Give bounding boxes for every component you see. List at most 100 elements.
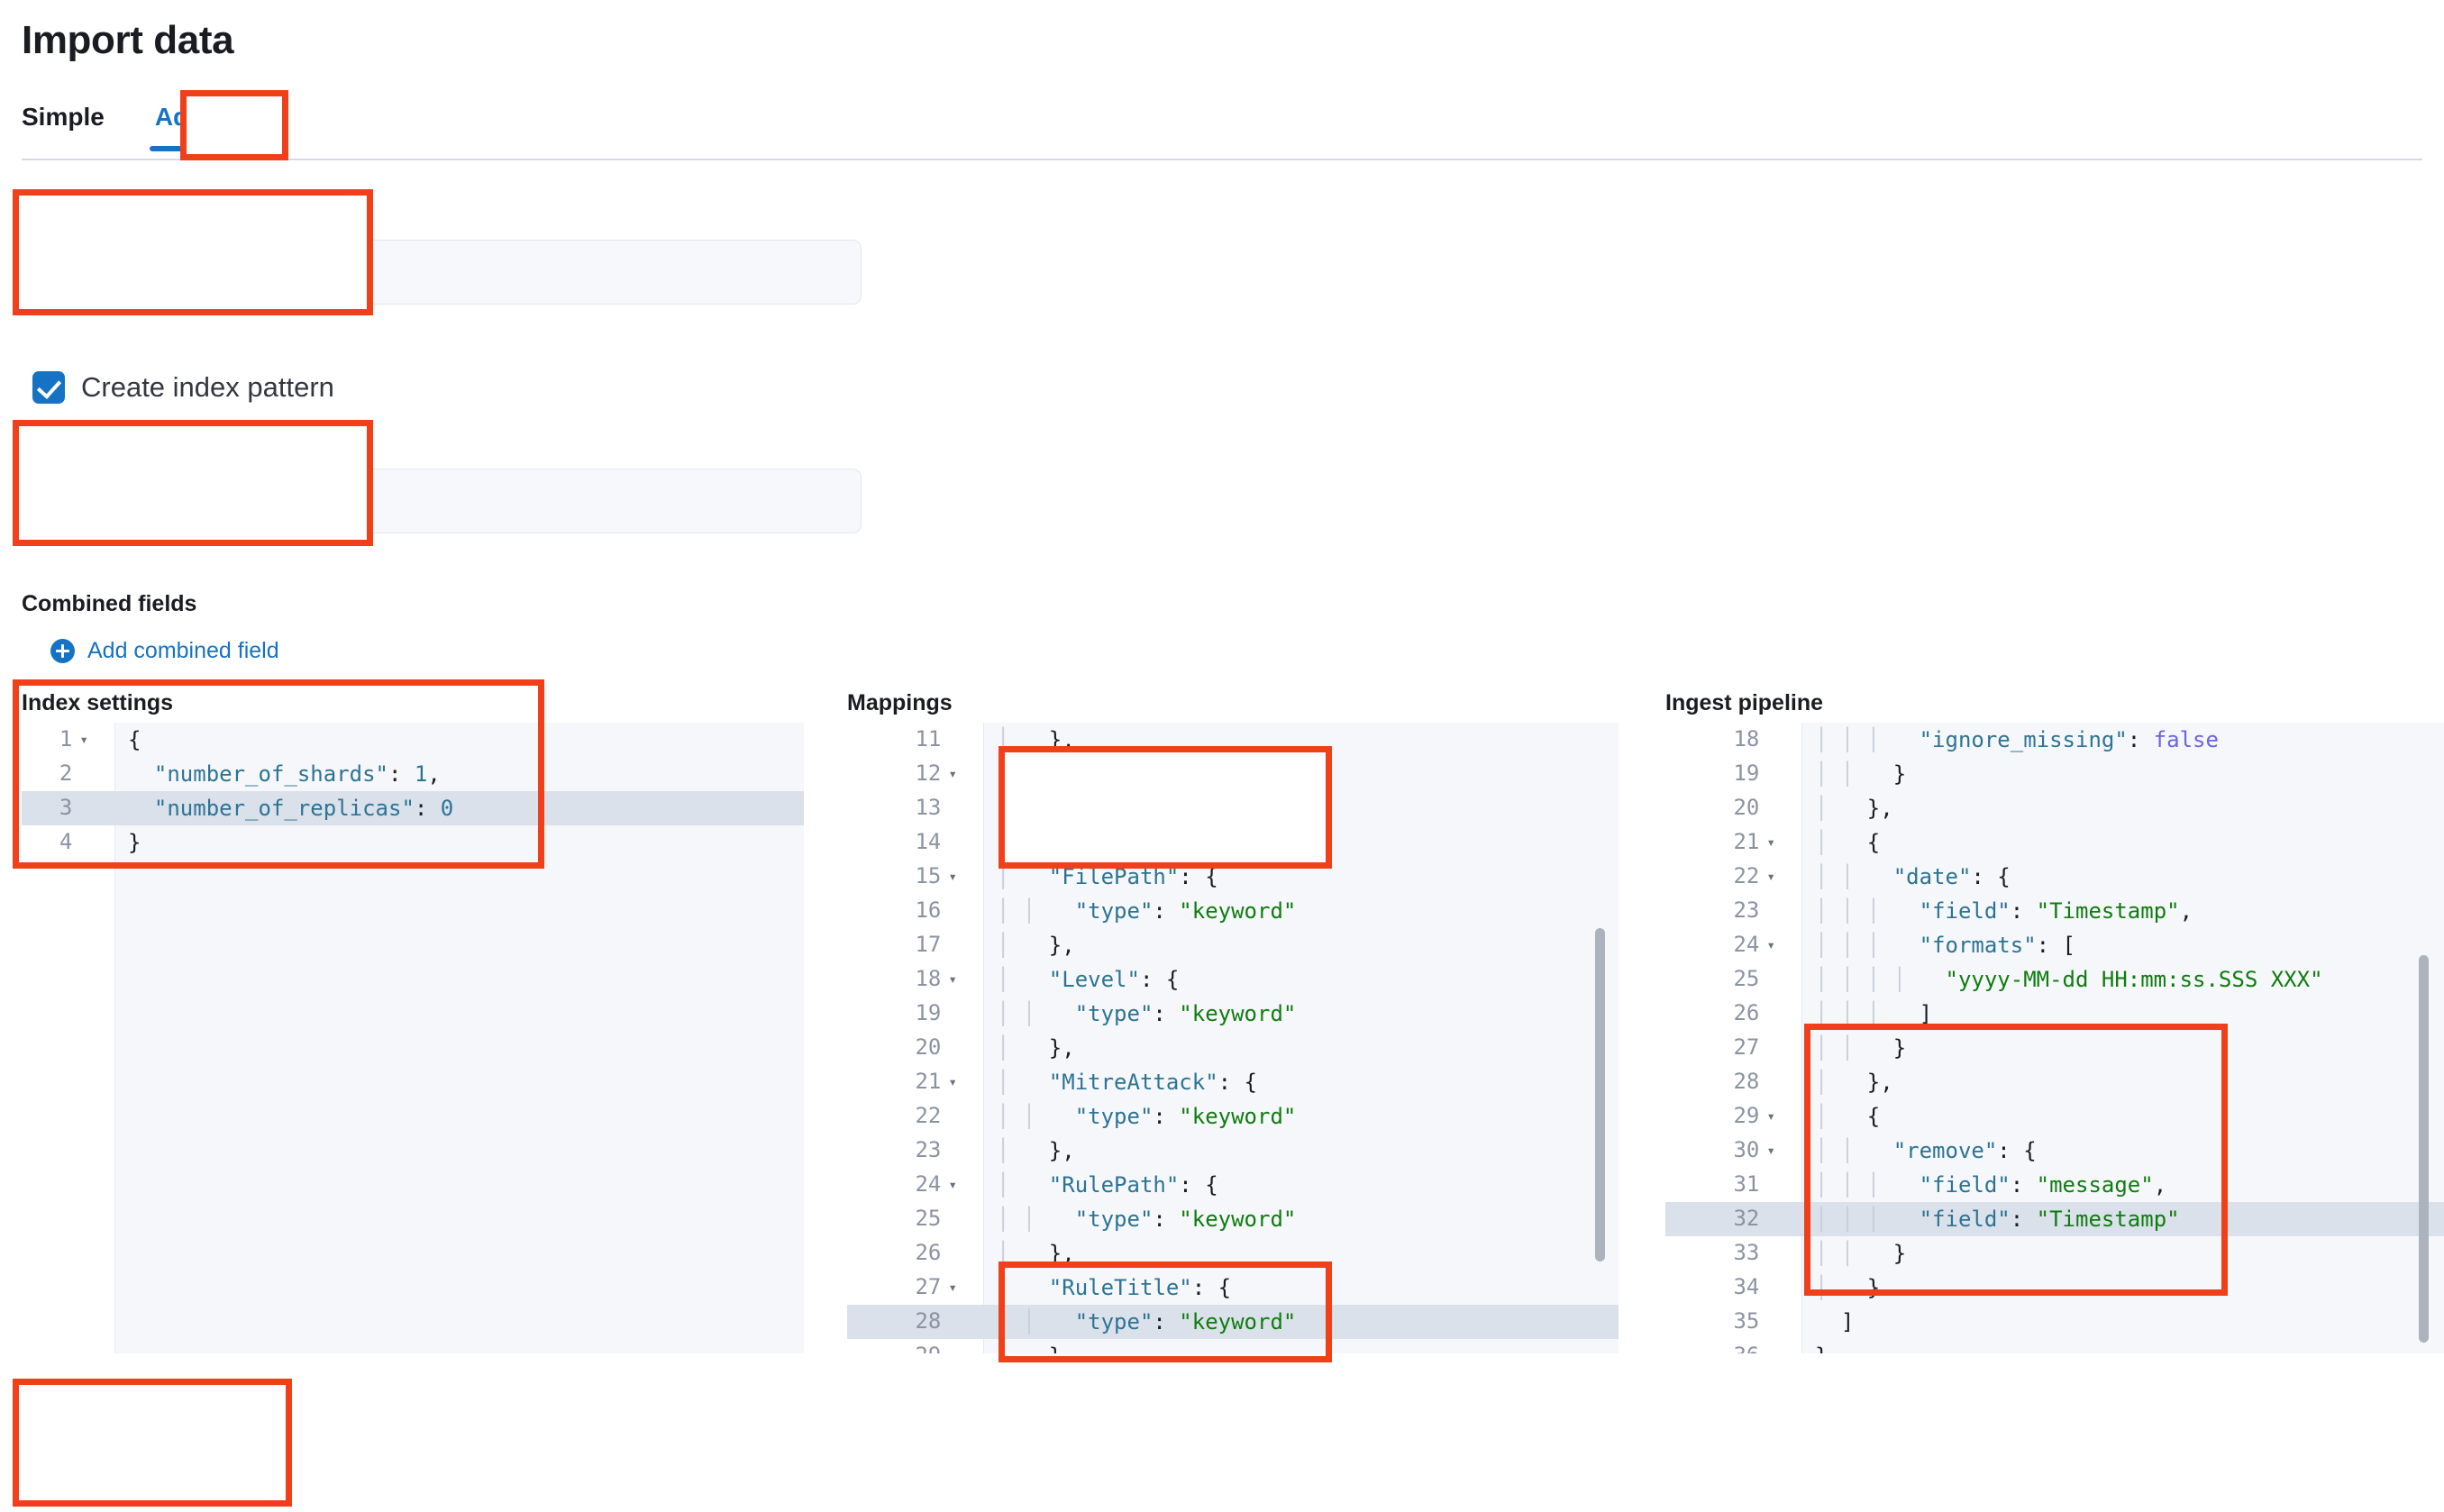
gutter-background (1665, 723, 1802, 1353)
fold-arrow-icon[interactable]: ▾ (948, 867, 957, 885)
tab-bar: Simple Advanced (22, 97, 2422, 162)
fold-arrow-icon[interactable]: ▾ (1766, 1107, 1775, 1125)
code-line[interactable]: 36▾} (1665, 1339, 2444, 1354)
code-line[interactable]: 28▾│ }, (1665, 1065, 2444, 1099)
code-line[interactable]: 13▾│ │ "type": "keyword" (847, 791, 1619, 825)
code-text: } (1802, 1339, 2444, 1353)
code-line[interactable]: 25▾│ │ "type": "keyword" (847, 1202, 1619, 1236)
fold-arrow-icon[interactable]: ▾ (948, 1175, 957, 1193)
code-line[interactable]: 11▾│ }, (847, 723, 1619, 757)
line-number: 18▾ (847, 961, 984, 998)
index-settings-title: Index settings (22, 690, 174, 715)
fold-arrow-icon[interactable]: ▾ (1766, 1141, 1775, 1159)
code-text: │ │ } (1815, 1241, 1907, 1266)
code-line[interactable]: 31▾│ │ │ "field": "message", (1665, 1168, 2444, 1202)
mappings-editor[interactable]: 11▾│ },12▾│ "EventID": {13▾│ │ "type": "… (847, 723, 1619, 1353)
tab-advanced[interactable]: Advanced (130, 97, 301, 151)
line-number: 33▾ (1733, 1239, 1760, 1265)
ingest-pipeline-title: Ingest pipeline (1665, 690, 1824, 715)
code-line[interactable]: 4▾} (22, 825, 804, 860)
line-number: 25▾ (1733, 965, 1760, 991)
fold-arrow-icon[interactable]: ▾ (1766, 867, 1775, 885)
index-pattern-name-input[interactable]: evtxlogs-hayabusa (32, 469, 862, 533)
line-number: 20▾ (1733, 794, 1760, 820)
add-combined-field-button[interactable]: Add combined field (50, 638, 279, 664)
code-line[interactable]: 1▾ { (22, 723, 804, 757)
code-line[interactable]: 16▾│ │ "type": "keyword" (847, 894, 1619, 928)
code-line[interactable]: 27▾│ "RuleTitle": { (847, 1271, 1619, 1305)
code-line[interactable]: 26▾│ }, (847, 1236, 1619, 1271)
code-line[interactable]: 3▾ "number_of_replicas": 0 (22, 791, 804, 825)
code-text: │ │ │ ] (1815, 1001, 1933, 1026)
create-index-pattern-label: Create index pattern (81, 371, 334, 403)
code-text: │ │ │ "ignore_missing": false (1815, 727, 2219, 752)
code-line[interactable]: 18▾│ │ │ "ignore_missing": false (1665, 723, 2444, 757)
line-number: 14▾ (915, 828, 942, 854)
plus-icon (50, 639, 75, 663)
code-text: { (128, 727, 141, 752)
code-line[interactable]: 35▾ ] (1665, 1305, 2444, 1339)
fold-arrow-icon[interactable]: ▾ (948, 970, 957, 988)
code-line[interactable]: 21▾│ "MitreAttack": { (847, 1065, 1619, 1099)
code-line[interactable]: 14▾│ }, (847, 825, 1619, 860)
tab-divider (22, 159, 2422, 160)
code-line[interactable]: 19▾│ │ "type": "keyword" (847, 997, 1619, 1031)
code-text: │ │ } (1815, 761, 1907, 787)
mappings-scrollbar[interactable] (1595, 928, 1605, 1262)
code-line[interactable]: 15▾│ "FilePath": { (847, 860, 1619, 894)
code-line[interactable]: 28▾│ │ "type": "keyword" (847, 1305, 1619, 1339)
ingest-pipeline-scrollbar[interactable] (2419, 955, 2429, 1343)
fold-arrow-icon[interactable]: ▾ (948, 764, 957, 782)
line-number: 27▾ (1733, 1034, 1760, 1060)
code-line[interactable]: 24▾│ "RulePath": { (847, 1168, 1619, 1202)
index-name-input[interactable]: evtxlogs-hayabusa (32, 240, 862, 305)
fold-arrow-icon[interactable]: ▾ (1766, 935, 1775, 953)
code-line[interactable]: 22▾│ │ "date": { (1665, 860, 2444, 894)
code-line[interactable]: 23▾│ │ │ "field": "Timestamp", (1665, 894, 2444, 928)
code-line[interactable]: 32▾│ │ │ "field": "Timestamp" (1665, 1202, 2444, 1236)
code-text: │ }, (997, 1138, 1075, 1163)
create-index-pattern-row[interactable]: Create index pattern (32, 371, 334, 404)
checkbox-checked-icon[interactable] (32, 371, 65, 404)
code-line[interactable]: 2▾ "number_of_shards": 1, (22, 757, 804, 791)
line-number: 30▾ (1665, 1133, 1802, 1170)
line-number: 22▾ (1665, 859, 1802, 896)
code-text: │ │ "type": "keyword" (997, 796, 1297, 821)
combined-fields-title: Combined fields (22, 591, 197, 616)
fold-arrow-icon[interactable]: ▾ (948, 1072, 957, 1090)
line-number: 25▾ (915, 1205, 942, 1231)
index-settings-editor[interactable]: 1▾ {2▾ "number_of_shards": 1,3▾ "number_o… (22, 723, 804, 1353)
code-text: │ │ } (1815, 1035, 1907, 1061)
code-text: │ }, (997, 1241, 1075, 1266)
code-line[interactable]: 24▾│ │ │ "formats": [ (1665, 928, 2444, 962)
code-text: │ │ "type": "keyword" (997, 898, 1297, 924)
tab-simple[interactable]: Simple (22, 103, 105, 131)
code-line[interactable]: 21▾│ { (1665, 825, 2444, 860)
code-text: │ { (1815, 1104, 1881, 1129)
code-line[interactable]: 17▾│ }, (847, 928, 1619, 962)
code-line[interactable]: 22▾│ │ "type": "keyword" (847, 1099, 1619, 1134)
code-text: "number_of_replicas": 0 (153, 796, 454, 821)
line-number: 21▾ (847, 1064, 984, 1101)
fold-arrow-icon[interactable]: ▾ (1766, 833, 1775, 851)
code-line[interactable]: 30▾│ │ "remove": { (1665, 1134, 2444, 1168)
code-line[interactable]: 25▾│ │ │ │ "yyyy-MM-dd HH:mm:ss.SSS XXX" (1665, 962, 2444, 997)
import-button[interactable]: Import (31, 1406, 278, 1485)
code-line[interactable]: 34▾│ } (1665, 1271, 2444, 1305)
code-line[interactable]: 19▾│ │ } (1665, 757, 2444, 791)
code-line[interactable]: 29▾│ { (1665, 1099, 2444, 1134)
code-text: │ }, (997, 727, 1075, 752)
code-line[interactable]: 20▾│ }, (1665, 791, 2444, 825)
code-line[interactable]: 12▾│ "EventID": { (847, 757, 1619, 791)
line-number: 1▾ (22, 723, 115, 759)
code-line[interactable]: 29▾│ }, (847, 1339, 1619, 1354)
code-line[interactable]: 23▾│ }, (847, 1134, 1619, 1168)
fold-arrow-icon[interactable]: ▾ (79, 730, 88, 748)
code-line[interactable]: 26▾│ │ │ ] (1665, 997, 2444, 1031)
code-line[interactable]: 18▾│ "Level": { (847, 962, 1619, 997)
code-line[interactable]: 20▾│ }, (847, 1031, 1619, 1065)
code-line[interactable]: 27▾ │ │ } (1665, 1031, 2444, 1065)
code-line[interactable]: 33▾ │ │ } (1665, 1236, 2444, 1271)
fold-arrow-icon[interactable]: ▾ (948, 1278, 957, 1296)
